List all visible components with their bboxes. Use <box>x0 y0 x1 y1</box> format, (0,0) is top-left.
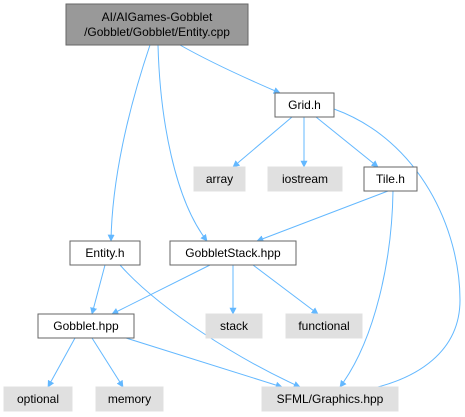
node-memory: memory <box>95 386 164 412</box>
node-label: Tile.h <box>376 172 405 186</box>
edge-gobblet_hpp-to-memory <box>91 337 124 388</box>
edge-grid_h-to-sfml_graphics <box>333 108 461 394</box>
node-label: optional <box>17 392 59 406</box>
node-entity_h[interactable]: Entity.h <box>69 240 141 266</box>
edge-entity_cpp-to-entity_h <box>107 44 151 242</box>
node-sfml_graphics: SFML/Graphics.hpp <box>261 386 399 412</box>
node-box <box>3 386 73 412</box>
edge-tile_h-to-sfml_graphics <box>339 190 394 388</box>
node-label: Gobblet.hpp <box>53 319 119 333</box>
node-box <box>65 3 249 46</box>
edge-gobbletstack_hpp-to-functional <box>252 264 319 315</box>
edge-gobbletstack_hpp-to-gobblet_hpp <box>111 264 211 315</box>
node-label: functional <box>298 319 349 333</box>
node-label: /Gobblet/Gobblet/Entity.cpp <box>84 25 230 39</box>
node-label: iostream <box>282 172 328 186</box>
node-box <box>274 92 335 118</box>
node-tile_h[interactable]: Tile.h <box>363 166 418 192</box>
node-label: array <box>206 172 233 186</box>
node-gobbletstack_hpp[interactable]: GobbletStack.hpp <box>169 240 297 266</box>
node-box <box>267 166 343 192</box>
node-grid_h[interactable]: Grid.h <box>274 92 335 118</box>
node-array: array <box>193 166 246 192</box>
nodes: AI/AIGames-Gobblet/Gobblet/Gobblet/Entit… <box>3 3 418 412</box>
node-stack: stack <box>205 313 263 339</box>
node-label: Entity.h <box>85 246 124 260</box>
edge-grid_h-to-tile_h <box>315 116 379 168</box>
node-box <box>261 386 399 412</box>
edge-entity_cpp-to-grid_h <box>179 44 281 94</box>
node-gobblet_hpp[interactable]: Gobblet.hpp <box>37 313 135 339</box>
node-box <box>169 240 297 266</box>
edge-gobblet_hpp-to-sfml_graphics <box>125 337 283 389</box>
node-label: SFML/Graphics.hpp <box>277 392 384 406</box>
edge-entity_h-to-gobblet_hpp <box>90 264 106 315</box>
node-box <box>363 166 418 192</box>
node-label: Grid.h <box>288 98 321 112</box>
node-optional: optional <box>3 386 73 412</box>
node-label: stack <box>220 319 249 333</box>
node-box <box>37 313 135 339</box>
node-label: AI/AIGames-Gobblet <box>102 10 213 24</box>
edge-tile_h-to-gobbletstack_hpp <box>256 190 389 243</box>
node-box <box>193 166 246 192</box>
node-label: memory <box>108 392 151 406</box>
edge-gobblet_hpp-to-optional <box>47 337 76 388</box>
node-box <box>95 386 164 412</box>
node-box <box>285 313 363 339</box>
edge-grid_h-to-array <box>232 116 293 168</box>
node-box <box>205 313 263 339</box>
node-entity_cpp[interactable]: AI/AIGames-Gobblet/Gobblet/Gobblet/Entit… <box>65 3 249 46</box>
node-box <box>69 240 141 266</box>
edge-entity_cpp-to-gobbletstack_hpp <box>157 44 208 242</box>
edges <box>47 44 461 394</box>
node-label: GobbletStack.hpp <box>185 246 281 260</box>
edge-entity_h-to-sfml_graphics <box>119 264 301 388</box>
node-iostream: iostream <box>267 166 343 192</box>
node-functional: functional <box>285 313 363 339</box>
